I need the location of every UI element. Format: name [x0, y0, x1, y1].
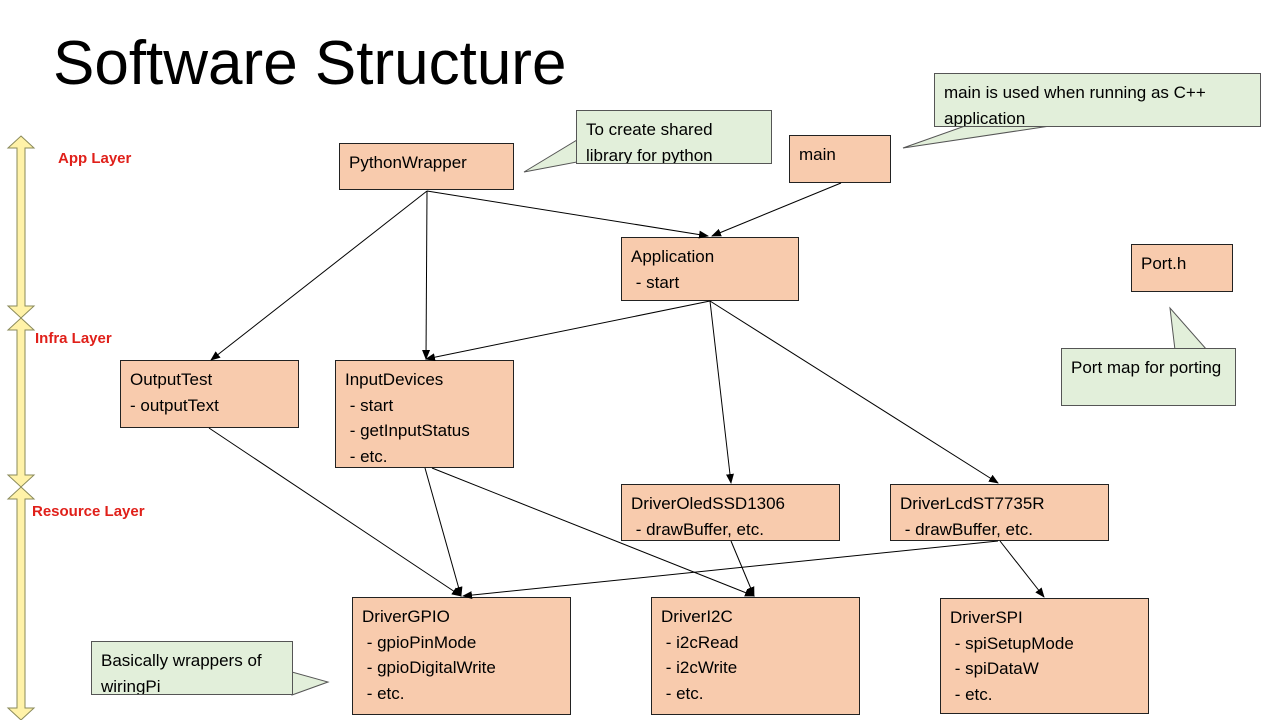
- driver-oled-name: DriverOledSSD1306: [631, 494, 786, 513]
- driver-oled-item: - drawBuffer, etc.: [631, 519, 764, 539]
- port-map-note: Port map for porting: [1061, 348, 1236, 406]
- driver-i2c-item: - i2cRead: [661, 632, 739, 652]
- driver-lcd-box: DriverLcdST7735R - drawBuffer, etc.: [890, 484, 1109, 541]
- driver-i2c-item: - i2cWrite: [661, 658, 738, 677]
- arrow-main-to-application: [711, 182, 842, 237]
- driver-gpio-box: DriverGPIO - gpioPinMode - gpioDigitalWr…: [352, 597, 571, 715]
- driver-gpio-item: - gpioDigitalWrite: [362, 658, 496, 677]
- port-h-name: Port.h: [1141, 254, 1187, 273]
- input-devices-name: InputDevices: [345, 370, 444, 389]
- arrow-driverlcd-to-drivergpio: [462, 540, 999, 600]
- driver-spi-box: DriverSPI - spiSetupMode - spiDataW - et…: [940, 598, 1149, 714]
- arrow-inputdevices-to-drivergpio: [424, 467, 463, 597]
- arrow-inputdevices-to-driveri2c: [431, 467, 755, 597]
- layer-label-infra: Infra Layer: [35, 330, 112, 347]
- main-name: main: [799, 145, 836, 164]
- shared-library-note-text: To create shared library for python: [586, 120, 713, 164]
- arrow-driveroled-to-driveri2c: [730, 540, 755, 597]
- layer-label-app: App Layer: [58, 150, 132, 167]
- port-h-box: Port.h: [1131, 244, 1233, 292]
- python-wrapper-box: PythonWrapper: [339, 143, 514, 190]
- input-devices-box: InputDevices - start - getInputStatus - …: [335, 360, 514, 468]
- input-devices-item: - etc.: [345, 446, 388, 466]
- input-devices-item: - getInputStatus: [345, 421, 470, 440]
- port-map-note-text: Port map for porting: [1071, 358, 1222, 377]
- application-name: Application: [631, 247, 715, 266]
- output-test-box: OutputTest - outputText: [120, 360, 299, 428]
- main-usage-note-text: main is used when running as C++ applica…: [944, 83, 1206, 127]
- application-item: - start: [631, 272, 680, 292]
- main-box: main: [789, 135, 891, 183]
- arrow-driverlcd-to-driverspi: [999, 540, 1045, 598]
- driver-i2c-item: - etc.: [661, 683, 704, 703]
- driver-gpio-item: - gpioPinMode: [362, 632, 477, 652]
- wiringpi-note: Basically wrappers of wiringPi: [91, 641, 293, 695]
- driver-spi-item: - etc.: [950, 684, 993, 704]
- output-test-name: OutputTest: [130, 370, 213, 389]
- slide-title: Software Structure: [53, 29, 567, 98]
- resource-layer-range-arrow: [6, 486, 36, 720]
- driver-oled-box: DriverOledSSD1306 - drawBuffer, etc.: [621, 484, 840, 541]
- driver-spi-item: - spiSetupMode: [950, 633, 1074, 653]
- driver-gpio-item: - etc.: [362, 683, 405, 703]
- driver-i2c-box: DriverI2C - i2cRead - i2cWrite - etc.: [651, 597, 860, 715]
- driver-lcd-name: DriverLcdST7735R: [900, 494, 1045, 513]
- driver-gpio-name: DriverGPIO: [362, 607, 450, 626]
- layer-label-resource: Resource Layer: [32, 503, 145, 520]
- arrow-pythonwrapper-to-outputtest: [210, 190, 428, 361]
- main-usage-note: main is used when running as C++ applica…: [934, 73, 1261, 127]
- arrow-outputtest-to-drivergpio: [208, 427, 462, 597]
- shared-library-note: To create shared library for python: [576, 110, 772, 164]
- output-test-item: - outputText: [130, 395, 219, 415]
- wiringpi-note-text: Basically wrappers of wiringPi: [101, 651, 262, 695]
- layer-range-arrows: [6, 135, 36, 720]
- driver-spi-name: DriverSPI: [950, 608, 1023, 627]
- driver-lcd-item: - drawBuffer, etc.: [900, 519, 1033, 539]
- driver-spi-item: - spiDataW: [950, 659, 1039, 678]
- driver-i2c-name: DriverI2C: [661, 607, 733, 626]
- input-devices-item: - start: [345, 395, 394, 415]
- arrow-application-to-driveroled: [709, 300, 734, 484]
- arrow-pythonwrapper-to-inputdevices: [422, 190, 431, 360]
- arrow-application-to-inputdevices: [425, 300, 711, 362]
- arrow-application-to-driverlcd: [709, 300, 999, 484]
- arrow-pythonwrapper-to-application: [426, 190, 709, 239]
- application-box: Application - start: [621, 237, 799, 301]
- python-wrapper-name: PythonWrapper: [349, 153, 467, 172]
